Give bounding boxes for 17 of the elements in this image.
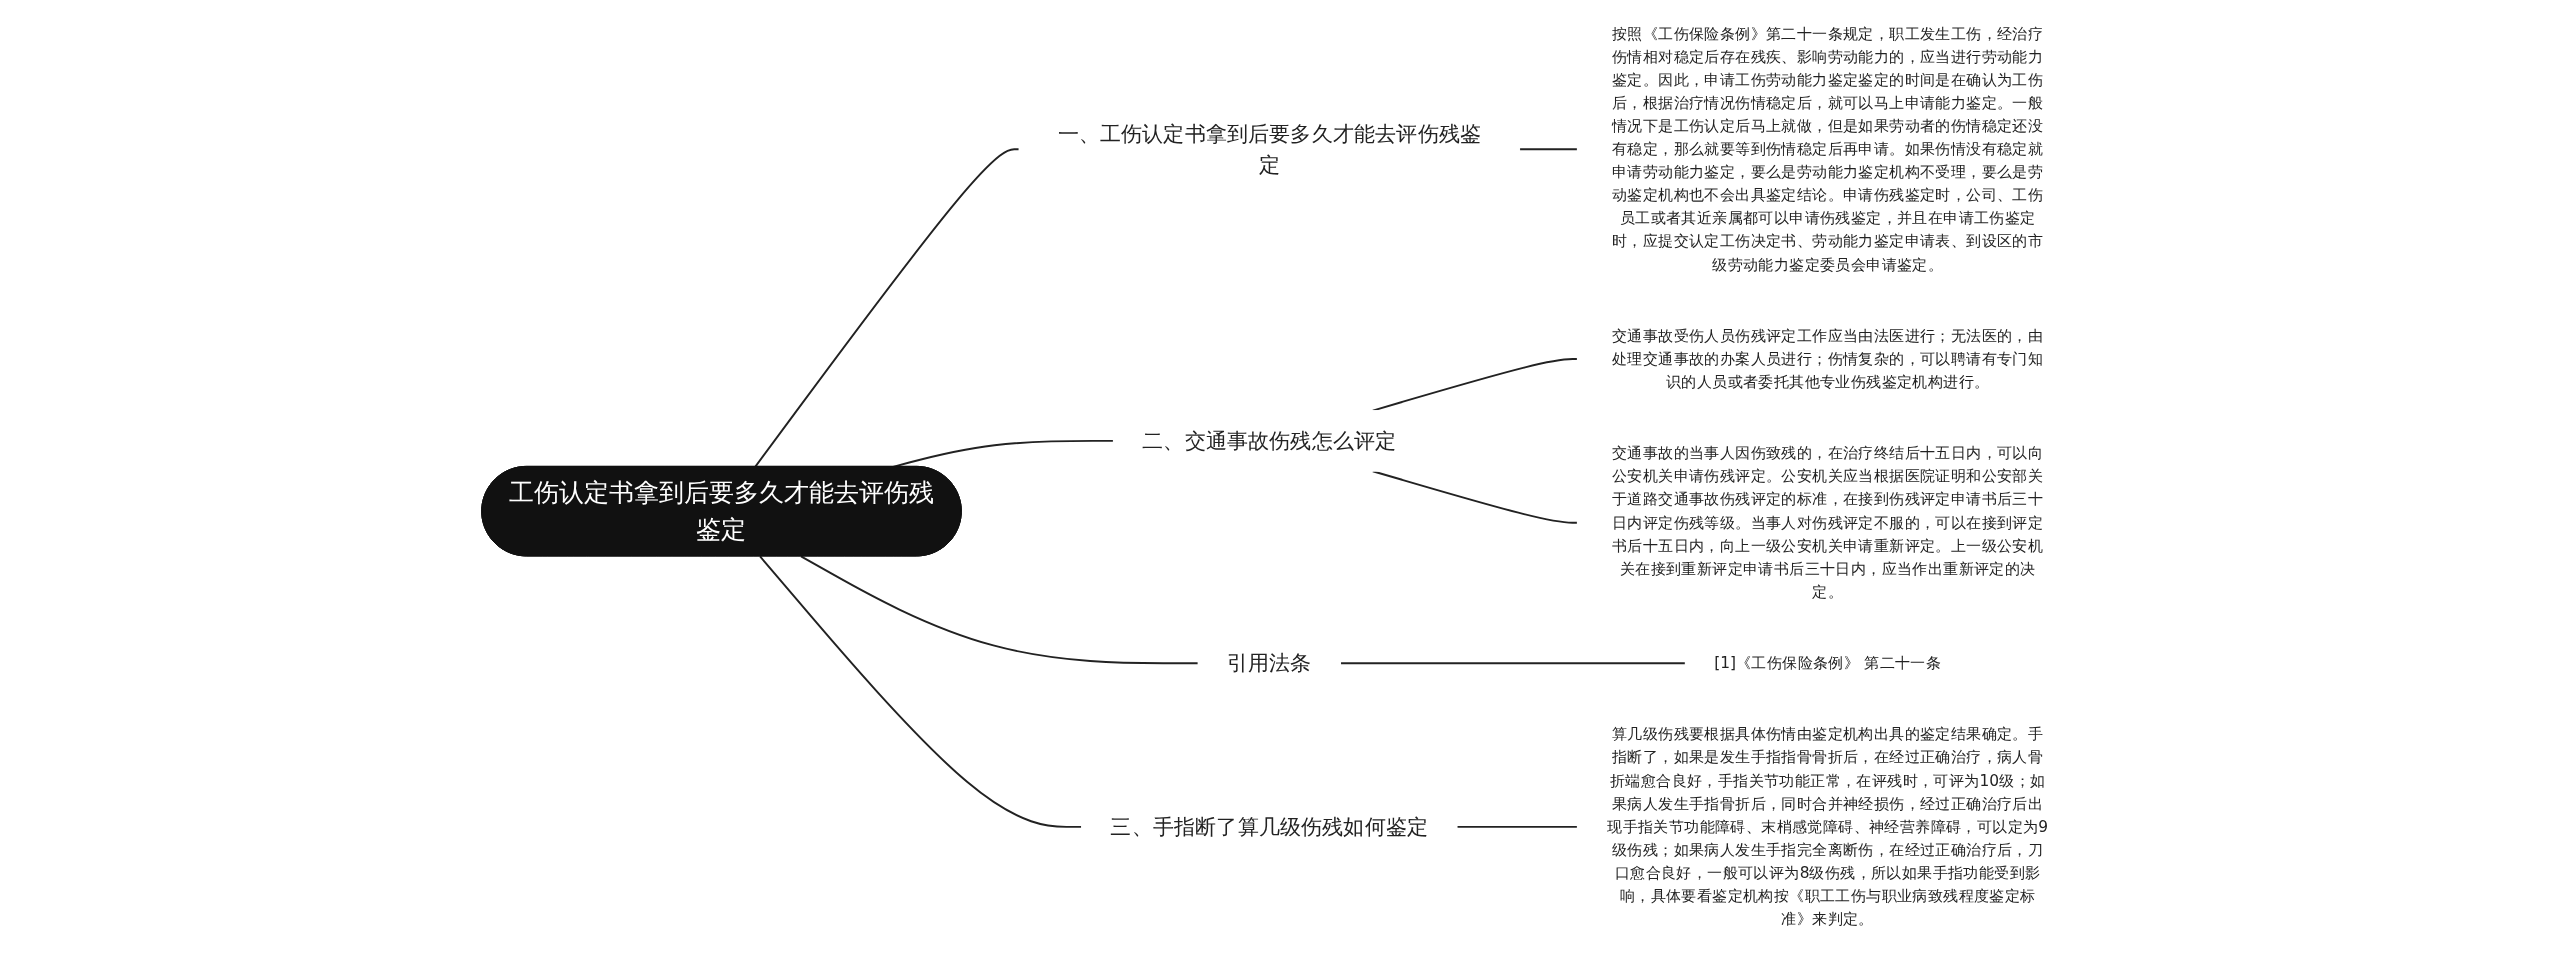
connector (1372, 470, 1579, 524)
node-text: 按照《工伤保险条例》第二十一条规定，职工发生工伤，经治疗伤情相对稳定后存在残疾、影响劳动能力的，应当进行劳动能力鉴定。因此，申请工伤劳动能力鉴定鉴定的时间是在确认为工伤后，根据治疗情况伤情稳定后，就可以马上申请能力鉴定。一般情况下是工伤认定后马上就做，但是如果劳动者的伤情稳定还没有稳定，那么就要等到伤情稳定后再申请。如果伤情没有稳定就申请劳动能力鉴定，要么是劳动能力鉴定机构不受理，要么是劳动鉴定机构也不会出具鉴定结论。申请伤残鉴定时，公司、工伤员工或者其近亲属都可以申请伤残鉴定，并且在申请工伤鉴定时，应提交认定工伤决定书、劳动能力鉴定申请表、到设区的市级劳动能力鉴定委员会申请鉴定。 (1612, 24, 2044, 274)
connector (1456, 825, 1579, 828)
node-text: [1]《工伤保险条例》 第二十一条 (1714, 653, 1942, 672)
node-text: 三、手指断了算几级伤残如何鉴定 (1110, 814, 1429, 839)
connector (800, 555, 1200, 665)
node-text: 算几级伤残要根据具体伤情由鉴定机构出具的鉴定结果确定。手指断了，如果是发生手指指骨骨折后，在经过正确治疗，病人骨折端愈合良好，手指关节功能正常，在评残时，可评为10级；如果病人发生手指骨折后，同时合并神经损伤，经过正确治疗后出现手指关节功能障碍、末梢感觉障碍、神经营养障碍，可以定为9级伤残；如果病人发生手指完全离断伤，在经过正确治疗后，刀口愈合良好，一般可以评为8级伤残，所以如果手指功能受到影响，具体要看鉴定机构按《职工工伤与职业病致残程度鉴定标准》来判定。 (1607, 724, 2049, 928)
connector (754, 148, 1021, 468)
node-text: 引用法条 (1227, 651, 1312, 676)
node-text: 二、交通事故伤残怎么评定 (1142, 428, 1397, 453)
connector (759, 555, 1083, 828)
connector (1518, 148, 1579, 151)
connector (1372, 358, 1579, 412)
node-text: 交通事故受伤人员伤残评定工作应当由法医进行；无法医的，由处理交通事故的办案人员进行；伤情复杂的，可以聘请有专门知识的人员或者委托其他专业伤残鉴定机构进行。 (1612, 326, 2044, 391)
node-text: 交通事故的当事人因伤致残的，在治疗终结后十五日内，可以向公安机关申请伤残评定。公安机关应当根据医院证明和公安部关于道路交通事故伤残评定的标准，在接到伤残评定申请书后三十日内评定伤残等级。当事人对伤残评定不服的，可以在接到评定书后十五日内，向上一级公安机关申请重新评定。上一级公安机关在接到重新评定申请书后三十日内，应当作出重新评定的决定。 (1612, 443, 2044, 601)
connector (1339, 662, 1687, 665)
node-text: 一、工伤认定书拿到后要多久才能去评伤残鉴定 (1057, 121, 1482, 178)
